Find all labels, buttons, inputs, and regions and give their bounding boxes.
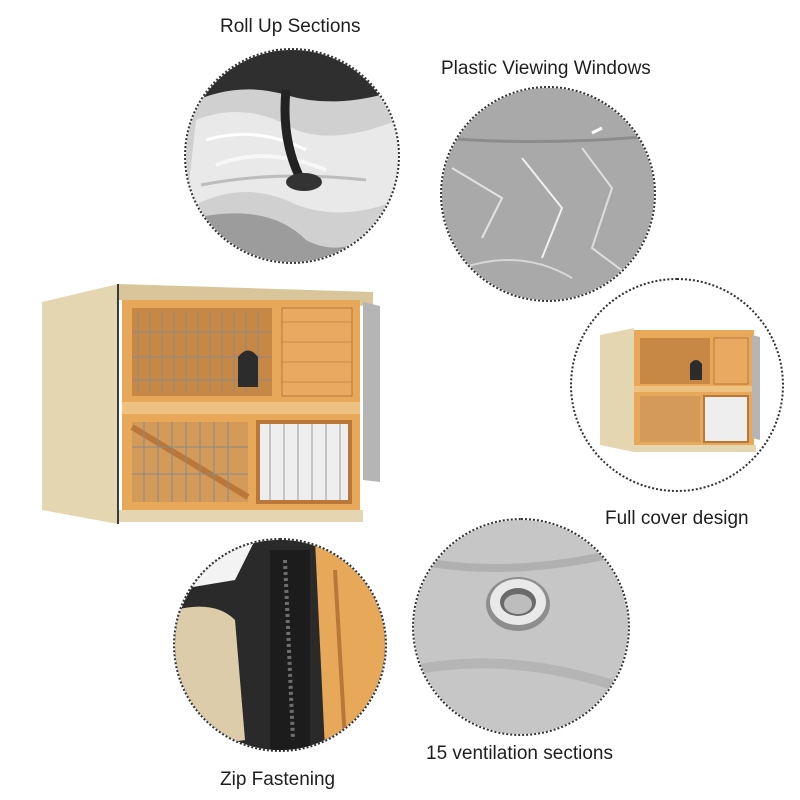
label-full-cover-design: Full cover design: [605, 508, 749, 529]
roll-up-detail-image: [186, 50, 398, 262]
full-cover-detail-image: [572, 280, 782, 490]
covered-hutch-image: [28, 262, 420, 532]
ventilation-detail-image: [414, 520, 628, 734]
plastic-window-detail-image: [442, 88, 654, 300]
label-zip-fastening: Zip Fastening: [220, 769, 336, 790]
label-plastic-viewing-windows: Plastic Viewing Windows: [441, 58, 651, 79]
label-ventilation-sections: 15 ventilation sections: [426, 743, 613, 764]
zip-fastening-detail-image: [175, 540, 385, 750]
label-roll-up-sections: Roll Up Sections: [220, 16, 361, 37]
